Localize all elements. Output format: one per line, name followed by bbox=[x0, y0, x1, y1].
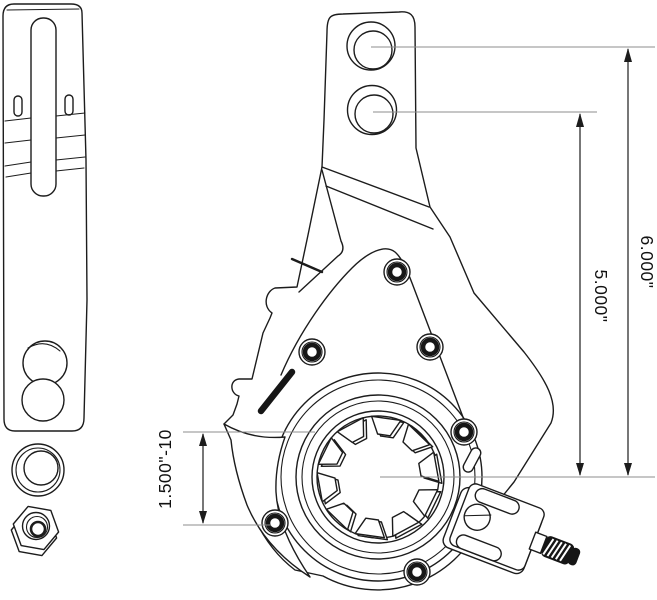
dimension-6in-label: 6.000" bbox=[637, 235, 657, 288]
adjustment-slot bbox=[257, 368, 296, 415]
dimension-spline-label: 1.500"-10 bbox=[155, 429, 175, 509]
dimension-spline: 1.500"-10 bbox=[155, 429, 315, 526]
hex-nut-top-face bbox=[12, 505, 60, 551]
body-outline bbox=[223, 11, 555, 591]
dimension-5in: 5.000" bbox=[373, 111, 611, 476]
bolt-heads bbox=[261, 258, 478, 586]
dimension-5in-label: 5.000" bbox=[591, 269, 611, 322]
clevis-pin-hole-6in bbox=[346, 21, 396, 71]
adjuster-body bbox=[223, 11, 581, 591]
bolt-head bbox=[403, 558, 431, 586]
clevis-slot-upper bbox=[474, 487, 520, 515]
spline-teeth bbox=[316, 415, 443, 541]
mounting-bracket bbox=[2, 3, 88, 432]
thread-ridges bbox=[542, 538, 572, 562]
bracket-figure8-lower-hole bbox=[21, 378, 65, 422]
spline-bore bbox=[311, 410, 445, 544]
clevis-block bbox=[442, 483, 581, 575]
arm-band-lines bbox=[290, 166, 434, 274]
dimension-6in: 6.000" bbox=[371, 46, 657, 478]
rib-wedge bbox=[298, 169, 344, 293]
hex-nut bbox=[10, 505, 60, 557]
threaded-stud bbox=[528, 531, 581, 566]
indicator-slot bbox=[462, 447, 482, 473]
bolt-head bbox=[450, 418, 478, 446]
guard-flange bbox=[223, 423, 311, 578]
bolt-head bbox=[261, 509, 289, 537]
o-ring bbox=[11, 443, 65, 497]
figure8-depth-arc bbox=[27, 343, 61, 352]
bolt-head bbox=[383, 258, 411, 286]
bracket-band-lines bbox=[4, 112, 86, 178]
bolt-head bbox=[416, 333, 444, 361]
bracket-small-slot-right bbox=[64, 94, 74, 116]
clevis-slot-lower bbox=[455, 534, 502, 562]
clevis-pin-hole-5in bbox=[346, 84, 398, 136]
bracket-center-slot bbox=[30, 17, 57, 197]
clevis-screw-hole bbox=[463, 503, 491, 531]
bracket-small-slot-left bbox=[13, 95, 23, 117]
bolt-head bbox=[298, 338, 326, 366]
bracket-top-edge bbox=[6, 8, 80, 11]
